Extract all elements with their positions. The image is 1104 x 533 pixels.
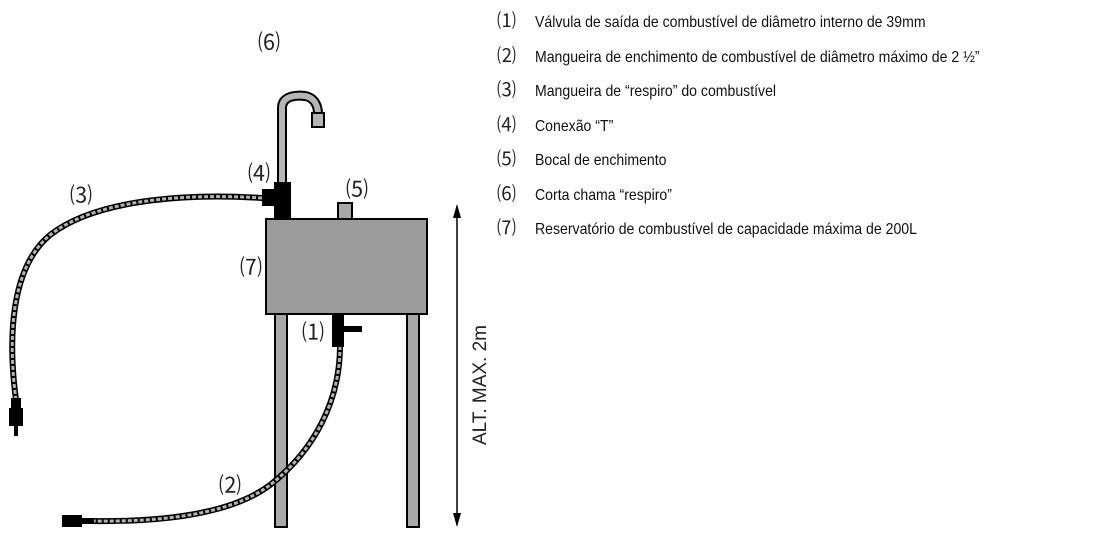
legend-item-1: ⑴ Válvula de saída de combustível de diâ… [497, 12, 1040, 47]
legend-item-3: ⑶ Mangueira de “respiro” do combustível [497, 81, 1040, 116]
callout-4: ⑷ [248, 161, 270, 186]
callout-6: ⑹ [258, 30, 280, 55]
filling-hose-nozzle-tip [80, 518, 94, 524]
legend-item-2: ⑵ Mangueira de enchimento de combustível… [497, 45, 1040, 82]
callout-1: ⑴ [302, 320, 324, 345]
filling-hose [91, 345, 342, 523]
legend-item-4: ⑷ Conexão “T” [497, 114, 1040, 151]
callout-7: ⑺ [240, 255, 262, 280]
legend-text: Válvula de saída de combustível de diâme… [535, 14, 926, 31]
legend-text: Conexão “T” [535, 117, 614, 135]
height-label: ALT. MAX. 2m [470, 325, 490, 445]
legend-text: Bocal de enchimento [535, 152, 667, 169]
tank-leg-right [406, 313, 420, 528]
vent-hose-end [11, 398, 21, 408]
legend-number: ⑺ [497, 218, 516, 239]
height-arrow-bottom [453, 513, 461, 527]
outlet-valve [332, 313, 344, 347]
vent-hose-outline [9, 193, 265, 403]
legend-number: ⑶ [497, 80, 516, 101]
legend-item-7: ⑺ Reservatório de combustível de capacid… [497, 219, 1040, 254]
legend-number: ⑴ [497, 11, 516, 32]
vent-hose-fitting [9, 408, 23, 426]
callout-3: ⑶ [70, 183, 92, 208]
flame-arrester-end [311, 112, 325, 128]
fuel-tank [265, 218, 428, 315]
legend: ⑴ Válvula de saída de combustível de diâ… [497, 12, 1040, 254]
legend-number: ⑸ [497, 149, 516, 170]
height-arrow-top [453, 204, 461, 218]
flame-arrester-pipe-outline [277, 90, 323, 188]
legend-text: Mangueira de “respiro” do combustível [535, 83, 777, 100]
flame-arrester-pipe [279, 92, 321, 188]
filling-nozzle [337, 202, 353, 221]
outlet-valve-handle [344, 326, 362, 332]
legend-text: Corta chama “respiro” [535, 186, 672, 204]
legend-item-6: ⑹ Corta chama “respiro” [497, 183, 1040, 220]
t-connection-side [262, 189, 276, 206]
filling-hose-nozzle [62, 515, 82, 527]
legend-text: Reservatório de combustível de capacidad… [535, 221, 917, 238]
callout-5: ⑸ [346, 177, 368, 202]
legend-text: Mangueira de enchimento de combustível d… [535, 48, 980, 66]
vent-hose [10, 195, 263, 401]
legend-number: ⑵ [497, 45, 516, 67]
callout-2: ⑵ [219, 473, 241, 498]
legend-number: ⑹ [497, 183, 516, 205]
tank-leg-left [274, 313, 288, 528]
vent-hose-fitting-tip [14, 424, 18, 436]
tank-illustration: ALT. MAX. 2m ⑹ ⑷ ⑸ ⑶ ⑺ ⑴ ⑵ [9, 30, 490, 528]
filling-hose-outline [89, 343, 343, 525]
legend-item-5: ⑸ Bocal de enchimento [497, 150, 1040, 185]
legend-number: ⑷ [497, 114, 516, 136]
t-connection [274, 182, 291, 220]
